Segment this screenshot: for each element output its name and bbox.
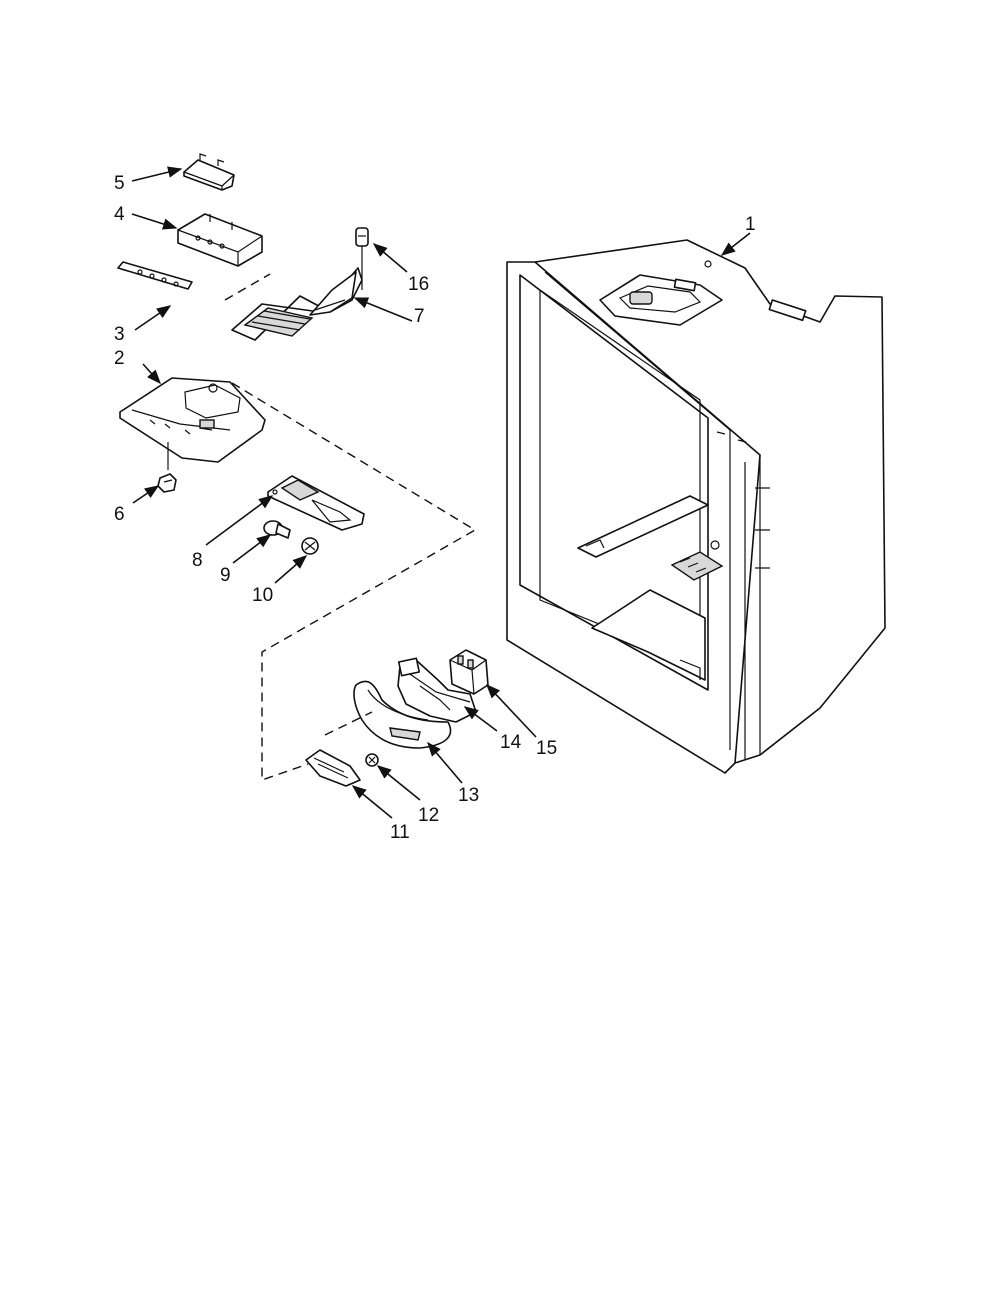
leader-10 — [274, 555, 308, 584]
leader-4 — [131, 213, 178, 230]
callout-16: 16 — [408, 274, 429, 295]
callout-labels: 1 2 3 4 5 6 7 8 9 10 11 12 13 14 15 16 — [114, 173, 756, 843]
leader-6 — [132, 485, 160, 504]
leader-16 — [372, 243, 408, 273]
callout-3: 3 — [114, 324, 125, 345]
part-3-strip — [117, 261, 193, 290]
leader-9 — [232, 534, 272, 564]
callout-13: 13 — [458, 785, 479, 806]
callout-11: 11 — [390, 822, 410, 843]
part-6-clip — [157, 473, 177, 493]
part-11-pad — [305, 749, 361, 787]
part-14-actuator — [397, 657, 477, 723]
part-8-light-housing — [267, 475, 365, 531]
callout-14: 14 — [500, 732, 522, 753]
part-15-switch — [449, 649, 489, 695]
leader-8 — [205, 495, 274, 546]
leader-14 — [463, 706, 498, 732]
callout-8: 8 — [192, 550, 203, 571]
part-13-dispenser-cover — [353, 680, 452, 749]
callout-4: 4 — [114, 204, 125, 225]
leader-12 — [376, 765, 421, 801]
part-12-screw — [365, 753, 379, 767]
assembly-guide-lines — [224, 273, 477, 781]
part-10-socket — [301, 537, 319, 555]
callout-15: 15 — [536, 738, 557, 759]
leader-lines — [131, 166, 751, 819]
callout-1: 1 — [745, 214, 756, 235]
leader-2 — [142, 363, 161, 385]
callout-12: 12 — [418, 805, 439, 826]
leader-11 — [351, 785, 393, 819]
part-2-control-housing — [119, 377, 266, 470]
callout-5: 5 — [114, 173, 125, 194]
part-4-bracket — [177, 213, 263, 267]
part-5-small-bracket — [183, 153, 235, 191]
part-16-sensor — [355, 227, 369, 290]
leader-15 — [486, 683, 537, 738]
leader-7 — [353, 297, 413, 322]
callout-7: 7 — [414, 306, 425, 327]
leader-13 — [427, 741, 463, 784]
callout-2: 2 — [114, 348, 125, 369]
part-9-bulb — [263, 520, 291, 539]
leader-3 — [134, 305, 172, 331]
callout-10: 10 — [252, 585, 273, 606]
leader-1 — [720, 232, 751, 256]
leader-5 — [131, 166, 183, 182]
callout-6: 6 — [114, 504, 125, 525]
part-7-cover — [231, 267, 363, 341]
callout-9: 9 — [220, 565, 231, 586]
part-1-liner — [506, 239, 886, 774]
